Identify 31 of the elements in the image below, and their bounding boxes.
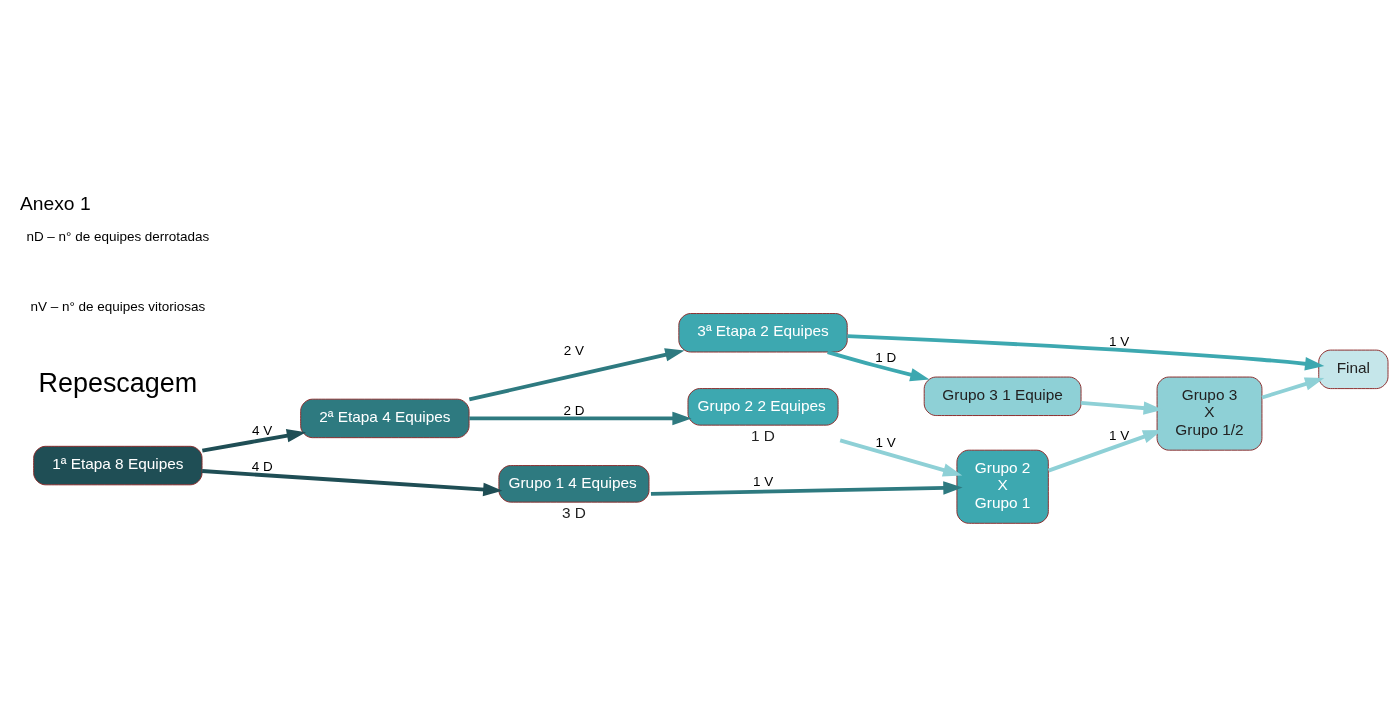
arrow (827, 350, 930, 382)
arrow (847, 334, 1325, 371)
arrow (468, 348, 685, 402)
edge-label: 2 V (563, 343, 585, 359)
label: nD – n° de equipes derrotadas (26, 229, 210, 245)
node-label: 3 D (561, 504, 586, 522)
label: nV – n° de equipes vitoriosas (30, 299, 206, 315)
edge-label: 1 D (875, 349, 897, 365)
edge-label: 1 V (1108, 427, 1130, 443)
arrow (202, 429, 307, 453)
arrow (202, 469, 503, 497)
edge-label: 1 V (752, 473, 774, 489)
node-box: Grupo 3 1 Equipe (923, 376, 1082, 416)
arrow (650, 481, 963, 496)
node-box: 1ª Etapa 8 Equipes (33, 445, 203, 486)
node-box: 2ª Etapa 4 Equipes (300, 398, 470, 439)
arrow (839, 438, 963, 477)
node-box: Final (1318, 349, 1389, 390)
diagram-title: Anexo 1 (20, 193, 91, 215)
node-label: 1 D (751, 427, 775, 445)
edge-label: 1 V (875, 434, 896, 450)
edge-label: 2 D (563, 402, 585, 418)
node-box: 3ª Etapa 2 Equipes (678, 313, 848, 353)
edge-label: 4 V (252, 422, 273, 438)
edge-label: 4 D (251, 458, 273, 474)
node-box: Grupo 2 X Grupo 1 (956, 449, 1049, 524)
label: Repescagem (38, 368, 198, 399)
node-box: Grupo 3 X Grupo 1/2 (1156, 376, 1263, 451)
arrow (1261, 377, 1325, 400)
edge-label: 1 V (1108, 334, 1130, 350)
arrow (469, 411, 692, 426)
